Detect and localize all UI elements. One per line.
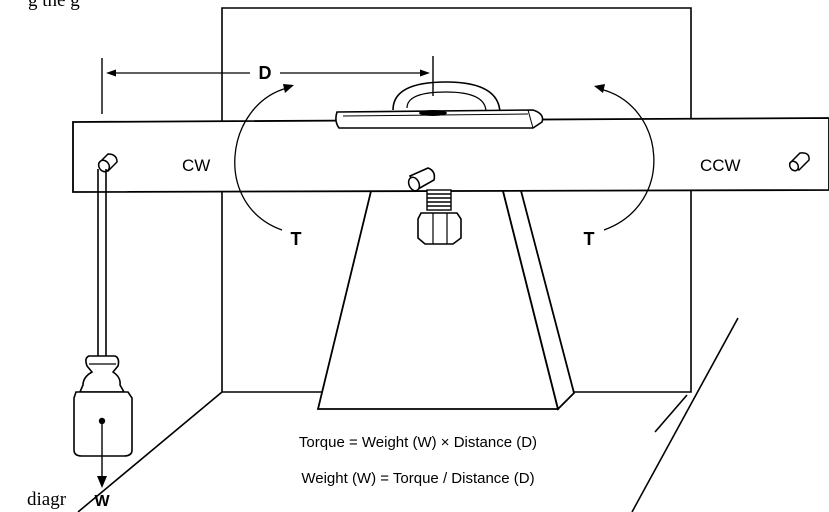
top-caption-fragment: g the g — [28, 0, 80, 11]
pivot-dome-inner — [406, 91, 487, 113]
pivot-dome — [392, 81, 501, 115]
hanging-weight — [73, 355, 133, 457]
bolt-and-nut — [417, 189, 462, 245]
cw-label: CW — [182, 156, 210, 175]
distance-label: D — [259, 63, 272, 83]
floor-right-edge-upper — [654, 394, 688, 433]
distance-arrow-left — [106, 69, 116, 77]
left-hook-pin — [97, 153, 118, 173]
torque-label-right: T — [584, 229, 595, 249]
weight-formula: Weight (W) = Torque / Distance (D) — [301, 470, 534, 487]
ccw-torque-arc — [599, 88, 655, 231]
weight-label: W — [94, 493, 110, 510]
right-hook-pin — [788, 152, 810, 172]
cw-torque-arrowhead — [283, 84, 294, 93]
distance-arrow-right — [420, 69, 430, 77]
bottom-caption-fragment: diagr — [27, 489, 67, 510]
spirit-level-end — [527, 109, 534, 129]
torque-label-left: T — [291, 229, 302, 249]
cw-torque-arc — [234, 87, 288, 231]
weight-arrow-head — [97, 476, 107, 488]
beam — [72, 117, 829, 193]
torque-formula: Torque = Weight (W) × Distance (D) — [299, 434, 537, 451]
ccw-label: CCW — [700, 156, 741, 175]
pivot-pin — [407, 167, 436, 192]
level-bubble — [419, 110, 447, 116]
floor-right-edge — [631, 317, 739, 512]
ccw-torque-arrowhead — [594, 84, 605, 93]
floor-left-edge — [77, 391, 223, 512]
